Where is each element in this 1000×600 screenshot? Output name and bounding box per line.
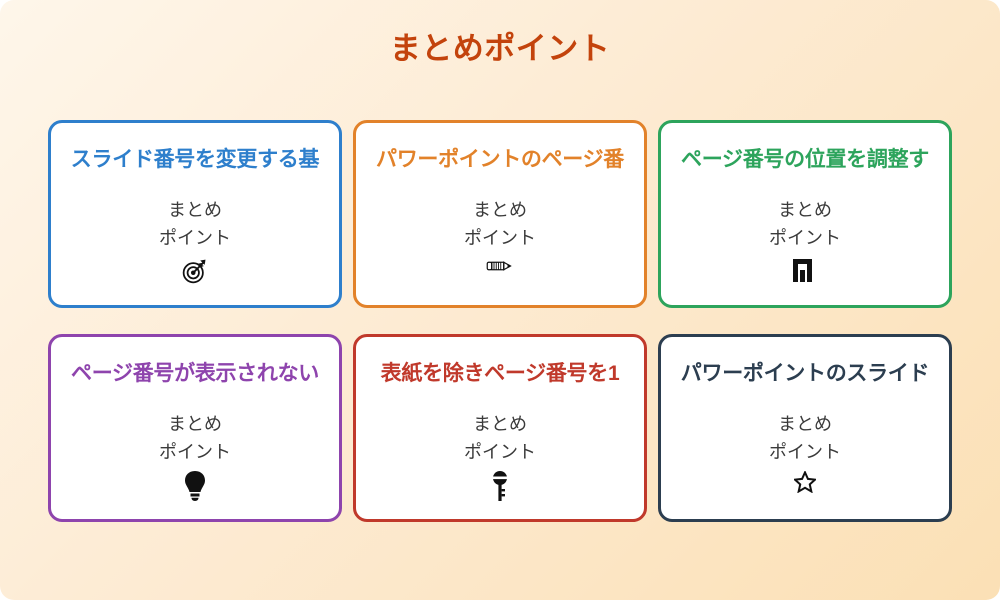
card-body: まとめ ポイント [769, 200, 841, 248]
summary-card[interactable]: パワーポイントのスライド まとめ ポイント [658, 334, 952, 522]
bar-chart-icon [792, 257, 818, 283]
card-title: パワーポイントのページ番 [376, 148, 624, 171]
summary-card[interactable]: パワーポイントのページ番 まとめ ポイント [353, 120, 647, 308]
card-body: まとめ ポイント [464, 414, 536, 462]
pencil-icon [485, 257, 515, 275]
summary-card[interactable]: ページ番号の位置を調整す まとめ ポイント [658, 120, 952, 308]
page-title: まとめポイント [389, 31, 611, 66]
card-title: ページ番号の位置を調整す [681, 148, 929, 171]
card-title: 表紙を除きページ番号を1 [380, 362, 620, 385]
card-body: まとめ ポイント [159, 200, 231, 248]
dart-target-icon [181, 257, 209, 285]
card-body: まとめ ポイント [159, 414, 231, 462]
card-title: パワーポイントのスライド [680, 362, 930, 385]
summary-card[interactable]: 表紙を除きページ番号を1 まとめ ポイント [353, 334, 647, 522]
card-body: まとめ ポイント [464, 200, 536, 248]
summary-card[interactable]: スライド番号を変更する基 まとめ ポイント [48, 120, 342, 308]
card-grid: スライド番号を変更する基 まとめ ポイント パワーポイントのページ番 まとめ ポ… [48, 120, 952, 522]
summary-card[interactable]: ページ番号が表示されない まとめ ポイント [48, 334, 342, 522]
star-icon [794, 470, 816, 493]
card-title: スライド番号を変更する基 [70, 148, 320, 171]
key-icon [490, 470, 510, 501]
lightbulb-icon [184, 470, 206, 501]
card-title: ページ番号が表示されない [71, 362, 319, 385]
card-body: まとめ ポイント [769, 414, 841, 462]
